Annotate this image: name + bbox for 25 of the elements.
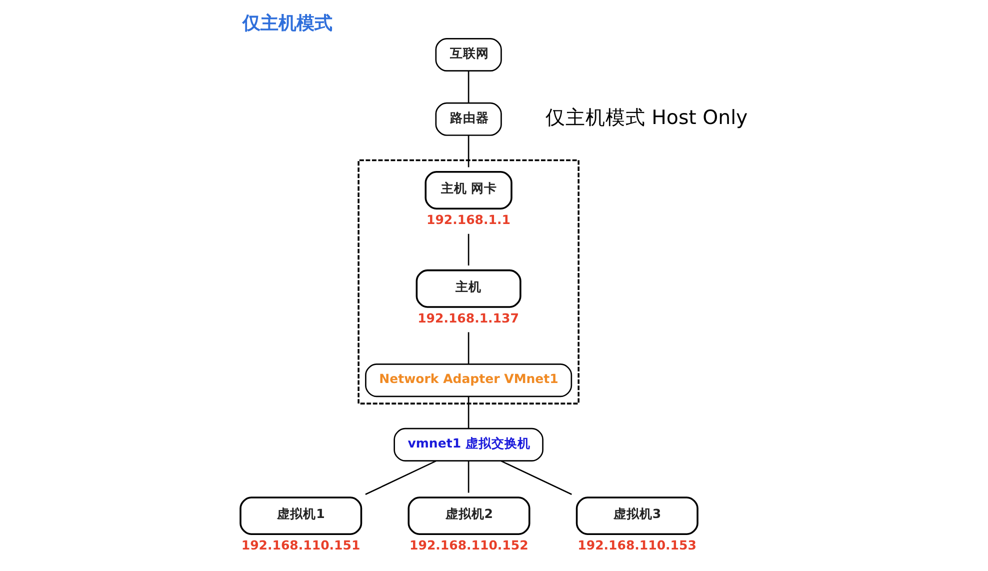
connector — [467, 332, 469, 364]
node-box: 主机 网卡 — [424, 171, 512, 210]
connector — [467, 460, 469, 493]
node-box: 主机 — [415, 269, 521, 308]
connector — [467, 135, 469, 168]
node-box: 互联网 — [434, 38, 502, 72]
node-label: 192.168.1.137 — [417, 310, 518, 326]
node-box: 虚拟机2 — [407, 496, 530, 536]
cluster — [357, 159, 579, 404]
node-label: 192.168.110.151 — [240, 538, 360, 553]
label: 仅主机模式 Host Only — [544, 106, 748, 130]
node-box: Network Adapter VMnet1 — [364, 364, 572, 398]
connector — [467, 396, 469, 428]
diagram-title: 仅主机模式 — [242, 12, 332, 34]
connector — [467, 71, 469, 103]
node-box: 虚拟机3 — [575, 496, 698, 536]
node-box: vmnet1 虚拟交换机 — [393, 428, 543, 462]
node-label: 192.168.110.153 — [577, 538, 696, 553]
node-label: 192.168.1.1 — [426, 212, 510, 227]
node-label: 192.168.110.152 — [409, 538, 528, 553]
node-box: 路由器 — [434, 102, 502, 136]
connector — [364, 460, 436, 495]
connector — [500, 460, 572, 495]
node-box: 虚拟机1 — [239, 496, 362, 536]
connector — [467, 234, 469, 266]
